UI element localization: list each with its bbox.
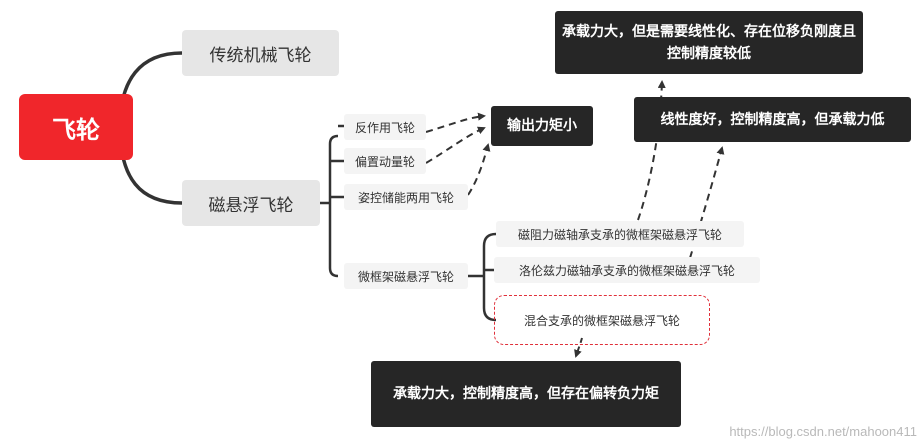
node-micro-frame-flywheel[interactable]: 微框架磁悬浮飞轮 [344,263,468,289]
arrow-dual-to-torque [467,143,491,196]
callout-hybrid-note[interactable]: 承载力大，控制精度高，但存在偏转负力矩 [371,361,681,427]
arrow-momentum-to-torque [425,126,486,164]
node-dual-use-flywheel[interactable]: 姿控储能两用飞轮 [344,184,468,210]
callout-lorentz-note[interactable]: 线性度好，控制精度高，但承载力低 [634,97,911,142]
arrow-hybrid-to-note [574,337,583,358]
callout-reluctance-note[interactable]: 承载力大，但是需要线性化、存在位移负刚度且控制精度较低 [555,11,863,74]
node-lorentz-bearing[interactable]: 洛伦兹力磁轴承支承的微框架磁悬浮飞轮 [494,257,760,283]
node-reaction-wheel[interactable]: 反作用飞轮 [344,114,426,140]
connector-microframe-spine [482,232,497,322]
callout-hybrid-text: 承载力大，控制精度高，但存在偏转负力矩 [393,386,659,402]
branch-traditional-flywheel[interactable]: 传统机械飞轮 [182,30,339,76]
watermark: https://blog.csdn.net/mahoon411 [729,424,917,439]
arrow-reaction-to-torque [425,112,486,133]
reaction-wheel-label: 反作用飞轮 [354,120,415,135]
node-reluctance-bearing[interactable]: 磁阻力磁轴承支承的微框架磁悬浮飞轮 [496,221,744,247]
callout-reluctance-text: 承载力大，但是需要线性化、存在位移负刚度且控制精度较低 [562,23,856,62]
lorentz-label: 洛伦兹力磁轴承支承的微框架磁悬浮飞轮 [518,263,735,278]
micro-frame-label: 微框架磁悬浮飞轮 [357,269,454,284]
node-hybrid-support[interactable]: 混合支承的微框架磁悬浮飞轮 [500,307,704,333]
connector-magnetic-spine [328,134,339,278]
callout-small-torque-text: 输出力矩小 [507,118,577,134]
root-label: 飞轮 [52,115,100,144]
node-momentum-wheel[interactable]: 偏置动量轮 [344,148,426,174]
callout-small-torque[interactable]: 输出力矩小 [491,106,593,146]
callout-lorentz-text: 线性度好，控制精度高，但承载力低 [660,111,885,128]
branch-magnetic-label: 磁悬浮飞轮 [208,195,294,216]
selection-highlight [494,295,710,345]
momentum-wheel-label: 偏置动量轮 [354,154,415,169]
branch-magnetic-flywheel[interactable]: 磁悬浮飞轮 [182,180,320,226]
dual-use-label: 姿控储能两用飞轮 [357,190,454,205]
branch-traditional-label: 传统机械飞轮 [209,45,312,66]
hybrid-label: 混合支承的微框架磁悬浮飞轮 [523,313,680,328]
root-node[interactable]: 飞轮 [19,94,133,160]
reluctance-label: 磁阻力磁轴承支承的微框架磁悬浮飞轮 [517,227,722,242]
arrow-lorentz-to-note [689,146,725,259]
